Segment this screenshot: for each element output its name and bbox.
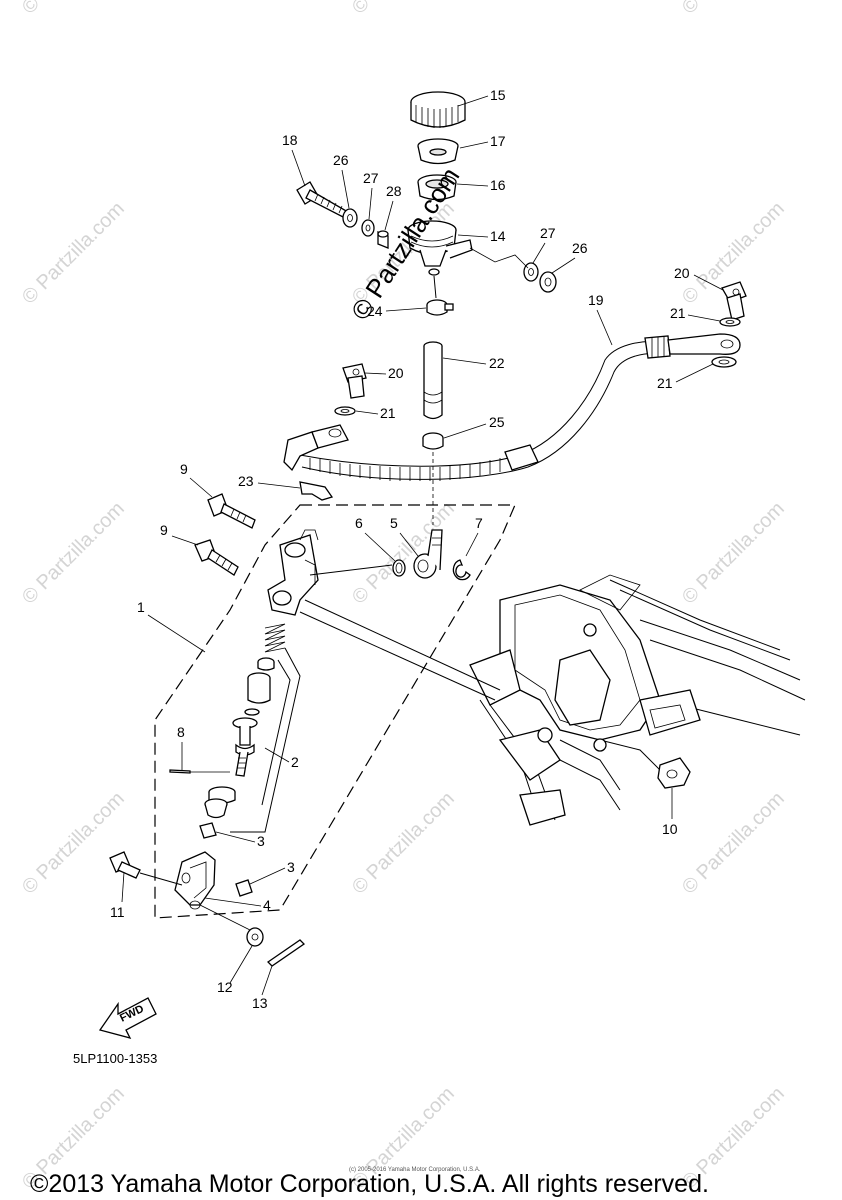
callout-11: 11 <box>110 904 125 920</box>
watermark-tile: © Partzilla.com <box>18 0 129 19</box>
callout-21-left: 21 <box>380 405 396 421</box>
watermark-tile: © Partzilla.com <box>348 0 459 19</box>
watermark-tile: © Partzilla.com <box>678 498 789 609</box>
callout-26b: 26 <box>572 240 588 256</box>
washer-12 <box>246 927 264 947</box>
washer-26b <box>539 271 557 293</box>
union-bolt-20-left <box>342 363 367 399</box>
nut-3-lower <box>235 879 253 897</box>
hose-joint-5 <box>413 529 443 579</box>
callout-9-upper: 9 <box>180 461 188 477</box>
washer-21-left <box>334 406 356 416</box>
master-cylinder-1 <box>267 529 319 616</box>
callout-19: 19 <box>588 292 604 308</box>
callout-5: 5 <box>390 515 398 531</box>
union-bolt-20-right <box>721 281 747 321</box>
washer-26 <box>342 208 358 228</box>
callout-10: 10 <box>662 821 678 837</box>
watermark-tile: © Partzilla.com <box>348 498 459 609</box>
callout-20-left: 20 <box>388 365 404 381</box>
callout-28: 28 <box>386 183 402 199</box>
brake-hose-19 <box>283 333 741 481</box>
callout-15: 15 <box>490 87 506 103</box>
callout-13: 13 <box>252 995 268 1011</box>
watermark-tile: © Partzilla.com <box>348 788 459 899</box>
watermark-tile: © Partzilla.com <box>18 498 129 609</box>
callout-16: 16 <box>490 177 506 193</box>
callout-14: 14 <box>490 228 506 244</box>
cotter-pin-13 <box>266 939 306 967</box>
small-copyright: (c) 2005-2016 Yamaha Motor Corporation, … <box>349 1167 481 1173</box>
bolt-9-lower <box>194 539 239 576</box>
vehicle-frame <box>469 574 806 826</box>
washer-21-right-lower <box>711 356 737 368</box>
hose-bracket-23 <box>299 481 334 501</box>
callout-20-right: 20 <box>674 265 690 281</box>
nut-10 <box>657 757 691 789</box>
watermark-tile: © Partzilla.com <box>18 788 129 899</box>
reservoir-assembly <box>407 91 473 267</box>
callout-3-lower: 3 <box>287 859 295 875</box>
callout-9-lower: 9 <box>160 522 168 538</box>
circlip-7 <box>452 559 471 581</box>
callout-1: 1 <box>137 599 145 615</box>
assembly-outline <box>154 504 516 919</box>
watermark-tile: © Partzilla.com <box>18 198 129 309</box>
part-code: 5LP1100-1353 <box>73 1051 157 1066</box>
piston-kit-2 <box>204 623 301 833</box>
callout-3-upper: 3 <box>257 833 265 849</box>
callout-23: 23 <box>238 473 254 489</box>
callout-6: 6 <box>355 515 363 531</box>
hose-clamp-24 <box>426 299 454 316</box>
callout-2: 2 <box>291 754 299 770</box>
callout-12: 12 <box>217 979 233 995</box>
callout-24: 24 <box>367 303 383 319</box>
clevis-4 <box>174 851 216 910</box>
callout-18: 18 <box>282 132 298 148</box>
callout-27b: 27 <box>540 225 556 241</box>
watermark-tile: © Partzilla.com <box>678 0 789 19</box>
nut-3-upper <box>199 822 217 839</box>
reservoir-hose-22 <box>423 341 443 420</box>
bolt-18 <box>296 181 349 219</box>
callout-27: 27 <box>363 170 379 186</box>
callout-labels: 15 17 16 14 18 26 27 28 27 26 24 20 19 2… <box>110 87 724 1011</box>
callout-8: 8 <box>177 724 185 740</box>
cotter-pin-8 <box>169 769 191 774</box>
callout-21-right-lower: 21 <box>657 375 673 391</box>
callout-17: 17 <box>490 133 506 149</box>
callout-21-right-upper: 21 <box>670 305 686 321</box>
fwd-arrow-icon: FWD <box>98 997 157 1039</box>
washer-21-right-upper <box>719 317 741 327</box>
washer-27 <box>361 219 375 237</box>
callout-22: 22 <box>489 355 505 371</box>
callout-4: 4 <box>263 897 271 913</box>
bolt-9-upper <box>207 493 256 529</box>
hose-clamp-25 <box>422 432 444 450</box>
watermark-tile: © Partzilla.com <box>678 788 789 899</box>
callout-26: 26 <box>333 152 349 168</box>
copyright: ©2013 Yamaha Motor Corporation, U.S.A. A… <box>30 1170 709 1198</box>
callout-7: 7 <box>475 515 483 531</box>
clevis-pin-11 <box>109 851 183 886</box>
callout-25: 25 <box>489 414 505 430</box>
o-ring-6 <box>392 559 406 577</box>
